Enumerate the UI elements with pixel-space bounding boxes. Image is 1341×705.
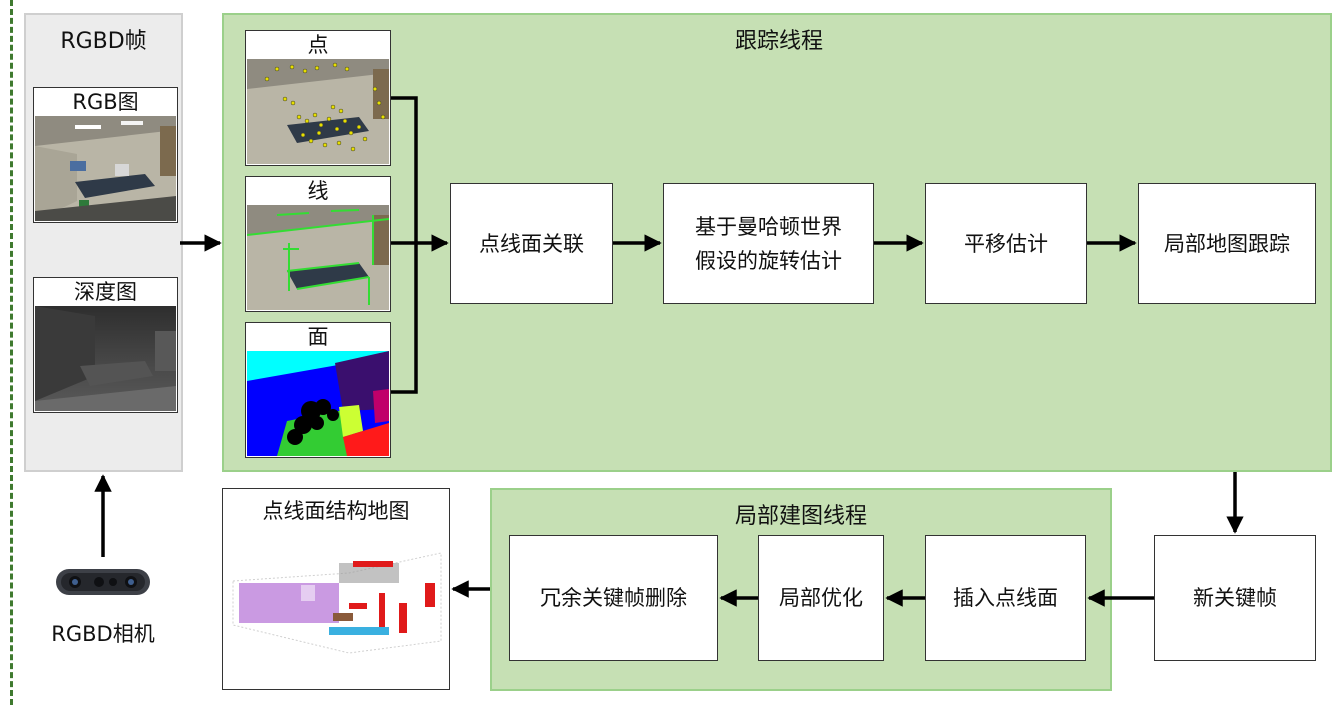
feature-bracket (391, 98, 416, 392)
